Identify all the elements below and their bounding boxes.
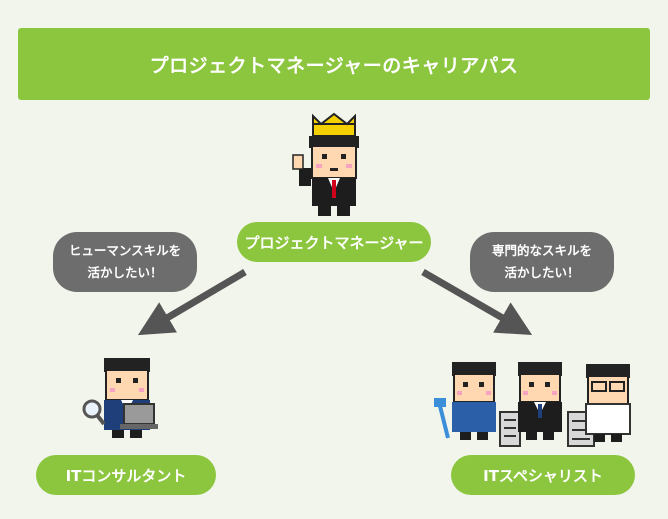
role-it-specialist: ITスペシャリスト xyxy=(451,455,635,495)
role-project-manager: プロジェクトマネージャー xyxy=(237,222,431,262)
laptop-icon xyxy=(120,403,158,429)
consultant-character xyxy=(82,358,158,438)
pm-character xyxy=(292,112,359,216)
specialist-characters xyxy=(434,362,631,447)
arrow-to-specialist xyxy=(421,268,533,335)
specialist-1 xyxy=(434,362,496,440)
bubble-right-line2: 活かしたい！ xyxy=(504,265,580,280)
diagram-title: プロジェクトマネージャーのキャリアパス xyxy=(18,28,650,100)
bubble-left-line1: ヒューマンスキルを xyxy=(68,243,182,258)
bubble-left-line2: 活かしたい！ xyxy=(87,265,163,280)
crown-icon xyxy=(312,112,356,137)
specialist-3 xyxy=(585,364,631,442)
role-it-consultant: ITコンサルタント xyxy=(36,455,216,495)
speech-bubble-left: ヒューマンスキルを 活かしたい！ xyxy=(53,232,197,292)
wrench-icon xyxy=(434,398,450,439)
specialist-2 xyxy=(518,362,562,440)
magnifier-icon xyxy=(82,399,106,426)
speech-bubble-right: 専門的なスキルを 活かしたい！ xyxy=(470,232,614,292)
bubble-right-line1: 専門的なスキルを xyxy=(491,243,592,258)
server-icon xyxy=(499,411,521,447)
arrow-to-consultant xyxy=(137,268,247,336)
